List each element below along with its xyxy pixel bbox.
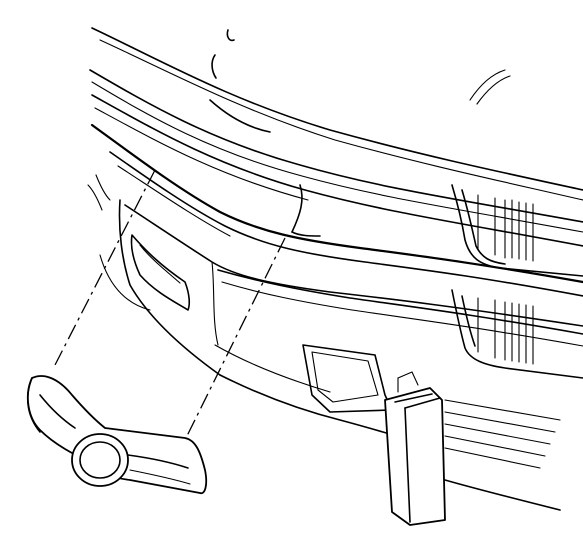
- hood-edge: [91, 27, 583, 201]
- tow-hook-cover: [384, 371, 561, 526]
- bumper-fascia: [90, 123, 583, 441]
- tow-hook-cap: [26, 375, 208, 495]
- fog-lamp-right: [302, 344, 393, 413]
- fog-lamp-left: [130, 234, 191, 311]
- lower-valance: [87, 174, 151, 311]
- grille-panel: [89, 69, 583, 247]
- headlamp: [451, 184, 583, 379]
- leader-lines: [54, 169, 286, 441]
